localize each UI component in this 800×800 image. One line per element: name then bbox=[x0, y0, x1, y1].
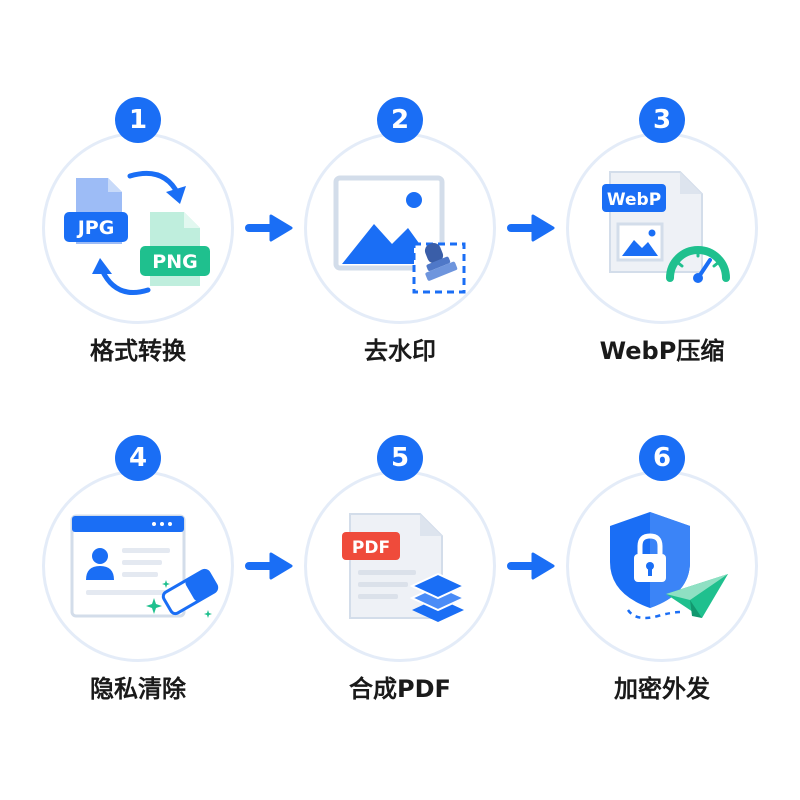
jpg-tag: JPG bbox=[76, 217, 115, 239]
webp-compress-icon: WebP bbox=[602, 171, 730, 283]
watermark-remove-icon bbox=[333, 175, 466, 294]
flow-arrow-4-5 bbox=[245, 552, 293, 580]
paper-plane-icon bbox=[666, 574, 728, 618]
merge-pdf-icon: PDF bbox=[342, 513, 467, 622]
webp-tag: WebP bbox=[607, 190, 661, 210]
sun-icon bbox=[406, 192, 422, 208]
flow-arrow-1-2 bbox=[245, 214, 293, 242]
step-3-label: WebP压缩 bbox=[599, 337, 725, 365]
step-4-badge: 4 bbox=[115, 435, 161, 481]
format-convert-icon: JPG PNG bbox=[64, 170, 210, 295]
step-6-label: 加密外发 bbox=[614, 675, 710, 703]
step-6-circle bbox=[566, 470, 758, 662]
step-2-label: 去水印 bbox=[364, 337, 436, 365]
speed-gauge-icon bbox=[666, 246, 730, 283]
encrypt-send-icon bbox=[610, 512, 728, 620]
step-5-badge: 5 bbox=[377, 435, 423, 481]
eraser-icon bbox=[161, 568, 219, 616]
step-1-label: 格式转换 bbox=[90, 337, 186, 365]
png-tag: PNG bbox=[152, 251, 197, 273]
user-avatar-icon bbox=[86, 548, 114, 580]
step-1-badge: 1 bbox=[115, 97, 161, 143]
stamp-icon bbox=[424, 243, 458, 281]
step-3-badge: 3 bbox=[639, 97, 685, 143]
padlock-icon bbox=[634, 533, 666, 582]
step-2-badge: 2 bbox=[377, 97, 423, 143]
flow-arrow-5-6 bbox=[507, 552, 555, 580]
privacy-erase-icon bbox=[70, 514, 219, 618]
step-6-badge: 6 bbox=[639, 435, 685, 481]
flow-arrow-2-3 bbox=[507, 214, 555, 242]
layers-icon bbox=[409, 572, 467, 622]
pdf-tag: PDF bbox=[352, 538, 390, 558]
step-5-label: 合成PDF bbox=[349, 675, 451, 703]
step-4-label: 隐私清除 bbox=[90, 675, 186, 703]
